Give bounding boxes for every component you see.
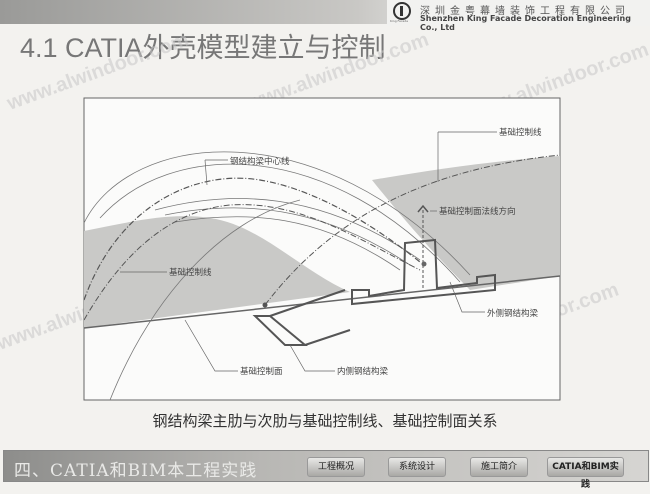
nav-project-overview[interactable]: 工程概况 [307, 457, 365, 477]
outer-steel-beam [351, 238, 496, 306]
point-marker [262, 302, 268, 308]
footer-bar: 四、CATIA和BIM本工程实践 工程概况 系统设计 施工简介 CATIA和BI… [3, 450, 649, 490]
company-name-cn: 深圳金粤幕墙装饰工程有限公司 [420, 6, 630, 17]
control-surface-left [84, 216, 350, 328]
label-control-line-left: 基础控制线 [169, 267, 212, 278]
diagram-caption: 钢结构梁主肋与次肋与基础控制线、基础控制面关系 [152, 412, 498, 430]
nav-catia-bim-practice[interactable]: CATIA和BIM实践 [547, 457, 624, 490]
beam-centerline-secondary [83, 204, 421, 321]
label-normal-direction: 基础控制面法线方向 [439, 206, 516, 217]
label-control-surface: 基础控制面 [240, 366, 283, 377]
arches [83, 151, 471, 401]
point-marker [421, 261, 427, 267]
inner-steel-beam [252, 289, 351, 346]
normal-arrow-icon [417, 204, 429, 213]
company-name-en: Shenzhen King Facade Decoration Engineer… [420, 14, 631, 32]
company-logo-icon [393, 2, 411, 20]
label-beam-centerline: 钢结构梁中心线 [230, 156, 290, 167]
nav-system-design[interactable]: 系统设计 [388, 457, 446, 477]
company-banner [387, 0, 650, 26]
label-inner-beam: 内侧钢结构梁 [337, 366, 389, 377]
control-line [264, 154, 561, 306]
label-control-line-right: 基础控制线 [499, 127, 542, 138]
leader-lines [120, 131, 497, 372]
logo-text: King Facade [390, 19, 409, 23]
control-surface-right [372, 156, 560, 290]
nav-construction-intro[interactable]: 施工简介 [470, 457, 528, 477]
page-title: 4.1 CATIA外壳模型建立与控制 [20, 33, 386, 63]
control-surface-edge [83, 275, 561, 329]
beam-centerline [83, 177, 421, 301]
label-outer-beam: 外侧钢结构梁 [487, 308, 539, 319]
section-title: 四、CATIA和BIM本工程实践 [14, 461, 258, 481]
